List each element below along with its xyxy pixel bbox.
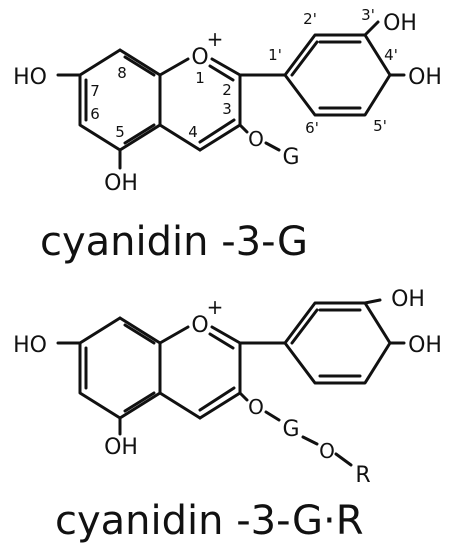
bond-2-c3-o bbox=[238, 391, 249, 402]
position-1p-label: 1' bbox=[268, 46, 282, 64]
hydroxyl-3p-label: OH bbox=[383, 11, 417, 36]
position-6-label: 6 bbox=[90, 105, 100, 123]
bond-2-o1-c2 bbox=[210, 325, 242, 345]
oxygen-link-label-2: O bbox=[319, 439, 335, 463]
hydroxyl-4p-label-2: OH bbox=[408, 333, 442, 358]
caption-structure-1: cyanidin -3-G bbox=[40, 219, 308, 265]
ring-b bbox=[283, 33, 392, 117]
structure-cyanidin-3-g-r: O + HO OH OH OH O G O R cyanidin -3-G·R bbox=[13, 287, 442, 544]
glucose-g-label-2: G bbox=[282, 417, 299, 442]
bond-o-g bbox=[264, 141, 281, 152]
ring-b-2-double-3 bbox=[290, 308, 319, 345]
bond-2-c3-c4 bbox=[198, 391, 242, 420]
ring-oxygen-label: O bbox=[191, 45, 208, 70]
bond-2-c3p-oh bbox=[363, 298, 382, 305]
hydroxyl-5-label-2: OH bbox=[104, 435, 138, 460]
bond-2-o-r bbox=[334, 452, 353, 467]
ring-a-2 bbox=[78, 316, 162, 420]
position-1-label: 1 bbox=[195, 69, 205, 87]
position-3p-label: 3' bbox=[361, 6, 375, 24]
bond-2-o1-c2-double bbox=[208, 332, 235, 350]
position-2p-label: 2' bbox=[303, 10, 317, 28]
bond-2-g-o bbox=[301, 435, 319, 446]
bond-2-c4-c4a bbox=[158, 391, 202, 420]
structure-cyanidin-3-g: O + HO OH OH OH O G 1 2 3 4 5 6 7 8 1' 2… bbox=[13, 6, 442, 265]
bond-o1-c2 bbox=[210, 57, 242, 77]
position-8-label: 8 bbox=[117, 64, 127, 82]
bond-c3-c4-double bbox=[198, 118, 236, 144]
bond-2-c3-c4-double bbox=[198, 386, 236, 412]
ring-a-double-3 bbox=[123, 123, 156, 145]
caption-structure-2: cyanidin -3-G·R bbox=[55, 498, 364, 544]
bond-o1-c2-double bbox=[208, 64, 235, 82]
position-6p-label: 6' bbox=[305, 119, 319, 137]
glucose-g-label: G bbox=[282, 145, 299, 170]
bond-c4-c4a bbox=[158, 123, 202, 152]
position-5p-label: 5' bbox=[373, 117, 387, 135]
ring-a-double-2 bbox=[123, 55, 156, 77]
bond-c3-o bbox=[238, 123, 249, 134]
position-4-label: 4 bbox=[188, 123, 198, 141]
bond-2-c8a-o1 bbox=[158, 325, 190, 345]
positive-charge-label-2: + bbox=[207, 295, 224, 319]
ring-oxygen-label-2: O bbox=[191, 313, 208, 338]
ring-a-2-double-3 bbox=[123, 391, 156, 413]
ring-a-2-double-2 bbox=[123, 323, 156, 345]
hydroxyl-5-label: OH bbox=[104, 171, 138, 196]
oxygen-3-label-2: O bbox=[248, 395, 264, 419]
bond-c3-c4 bbox=[198, 123, 242, 152]
position-3-label: 3 bbox=[222, 100, 232, 118]
bond-2-o-g bbox=[264, 410, 281, 422]
hydroxyl-7-label: HO bbox=[13, 65, 47, 90]
hydroxyl-3p-label-2: OH bbox=[391, 287, 425, 312]
position-7-label: 7 bbox=[90, 82, 100, 100]
bond-c3p-oh bbox=[363, 20, 380, 37]
positive-charge-label: + bbox=[207, 27, 224, 51]
hydroxyl-4p-label: OH bbox=[408, 65, 442, 90]
ring-b-2 bbox=[283, 301, 392, 385]
bond-c8a-o1 bbox=[158, 57, 190, 77]
position-4p-label: 4' bbox=[384, 46, 398, 64]
position-5-label: 5 bbox=[115, 123, 125, 141]
rhamnose-r-label-2: R bbox=[355, 463, 370, 488]
hydroxyl-7-label-2: HO bbox=[13, 333, 47, 358]
ring-b-double-3 bbox=[290, 40, 319, 77]
oxygen-3-label: O bbox=[248, 127, 264, 151]
position-2-label: 2 bbox=[222, 81, 232, 99]
